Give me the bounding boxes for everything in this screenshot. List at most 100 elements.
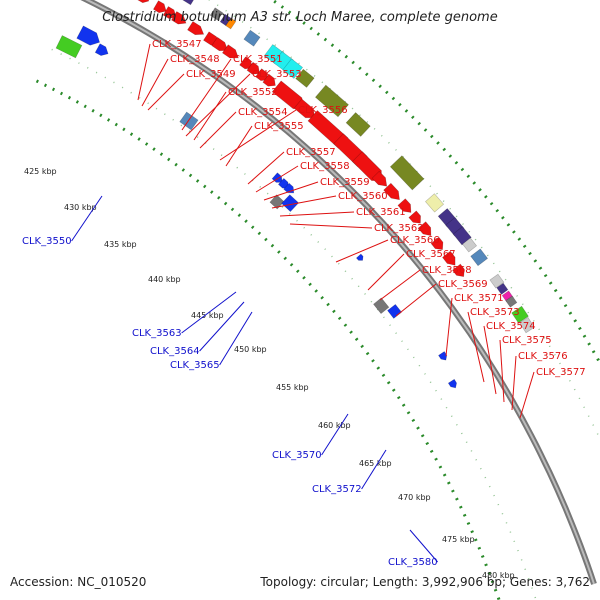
plus-gene-label[interactable]: CLK_3566 — [390, 235, 440, 246]
minus-strand-gene[interactable] — [76, 25, 100, 46]
plus-strand-gene[interactable] — [137, 0, 150, 4]
plus-gene-label[interactable]: CLK_3573 — [470, 307, 520, 318]
faint-dotted-track — [207, 0, 600, 441]
plus-gene-label[interactable]: CLK_3561 — [356, 207, 406, 218]
plus-strand-gene-block[interactable] — [452, 226, 472, 246]
label-leader-line — [395, 283, 437, 317]
minus-gene-label[interactable]: CLK_3572 — [312, 484, 362, 495]
label-leader-line — [271, 195, 337, 209]
plus-gene-label[interactable]: CLK_3557 — [286, 147, 336, 158]
minus-gene-label[interactable]: CLK_3563 — [132, 328, 182, 339]
plus-gene-label[interactable]: CLK_3556 — [298, 105, 348, 116]
plus-strand-gene-block[interactable] — [505, 295, 518, 308]
plus-strand-gene[interactable] — [221, 44, 239, 59]
plus-strand-gene[interactable] — [383, 182, 400, 201]
plus-strand-gene-block[interactable] — [389, 155, 425, 191]
plus-strand-gene[interactable] — [187, 21, 205, 36]
minus-strand-gene[interactable] — [438, 351, 448, 361]
label-leader-line — [71, 195, 103, 242]
plus-gene-label[interactable]: CLK_3560 — [338, 191, 388, 202]
minus-strand-gene[interactable] — [94, 43, 109, 56]
plus-strand-gene-block[interactable] — [511, 305, 529, 324]
plus-strand-gene[interactable] — [171, 11, 187, 25]
plus-gene-label[interactable]: CLK_3569 — [438, 279, 488, 290]
inner-dotted-track — [35, 79, 501, 600]
kbp-tick-label: 440 kbp — [148, 275, 181, 284]
plus-strand-gene[interactable] — [417, 221, 432, 236]
plus-gene-label[interactable]: CLK_3548 — [170, 54, 220, 65]
plus-strand-gene-block[interactable] — [180, 0, 197, 6]
plus-strand-gene-block[interactable] — [345, 112, 371, 137]
minus-strand-gene[interactable] — [55, 35, 83, 59]
minus-strand-gene[interactable] — [447, 378, 457, 389]
label-leader-line — [367, 253, 405, 291]
kbp-tick-label: 435 kbp — [104, 240, 137, 249]
plus-strand-gene-block[interactable] — [470, 248, 489, 267]
plus-strand-gene[interactable] — [452, 263, 465, 277]
minus-strand-gene[interactable] — [355, 253, 364, 261]
plus-gene-label[interactable]: CLK_3571 — [454, 293, 504, 304]
minus-gene-label[interactable]: CLK_3570 — [272, 450, 322, 461]
plus-strand-gene-block[interactable] — [424, 193, 445, 213]
plus-strand-gene-block[interactable] — [462, 237, 478, 253]
plus-strand-gene-block[interactable] — [243, 29, 261, 47]
plus-strand-gene-block[interactable] — [496, 282, 509, 295]
plus-gene-label[interactable]: CLK_3558 — [300, 161, 350, 172]
label-leader-line — [199, 301, 245, 352]
plus-gene-label[interactable]: CLK_3551 — [233, 54, 283, 65]
plus-gene-label[interactable]: CLK_3574 — [486, 321, 536, 332]
plus-strand-gene-block[interactable] — [314, 84, 349, 118]
minus-gene-label[interactable]: CLK_3580 — [388, 557, 438, 568]
plus-strand-gene-block[interactable] — [519, 316, 535, 334]
plus-gene-label[interactable]: CLK_3547 — [152, 39, 202, 50]
plus-strand-gene[interactable] — [152, 0, 167, 14]
label-leader-line — [181, 291, 237, 334]
plus-strand-gene[interactable] — [246, 61, 260, 75]
minus-gene-label[interactable]: CLK_3565 — [170, 360, 220, 371]
minus-strand-gene[interactable] — [179, 111, 199, 131]
plus-strand-gene-block[interactable] — [209, 7, 224, 21]
plus-strand-gene[interactable] — [211, 36, 229, 52]
plus-strand-gene-block[interactable] — [219, 13, 232, 27]
label-leader-line — [279, 211, 355, 217]
plus-strand-gene-block[interactable] — [295, 68, 315, 88]
label-leader-line — [247, 151, 285, 185]
minus-strand-gene[interactable] — [373, 297, 390, 315]
plus-strand-gene-block[interactable] — [489, 273, 505, 289]
plus-gene-label[interactable]: CLK_3549 — [186, 69, 236, 80]
plus-gene-label[interactable]: CLK_3559 — [320, 177, 370, 188]
plus-strand-gene-block[interactable] — [282, 58, 304, 79]
plus-strand-gene[interactable] — [162, 6, 177, 19]
plus-strand-gene[interactable] — [397, 198, 412, 213]
kbp-tick-label: 445 kbp — [191, 311, 224, 320]
label-leader-line — [141, 58, 169, 107]
plus-strand-gene-block[interactable] — [225, 17, 237, 30]
plus-strand-gene[interactable] — [371, 170, 388, 187]
accession-text: Accession: NC_010520 — [10, 575, 147, 589]
plus-strand-gene[interactable] — [293, 98, 316, 119]
plus-strand-gene[interactable] — [442, 250, 456, 266]
label-leader-line — [483, 325, 497, 395]
plus-gene-label[interactable]: CLK_3568 — [422, 265, 472, 276]
label-leader-line — [511, 355, 517, 411]
minus-strand-gene[interactable] — [387, 303, 403, 319]
label-leader-line — [225, 125, 253, 167]
minus-gene-label[interactable]: CLK_3550 — [22, 236, 72, 247]
label-leader-line — [445, 297, 453, 357]
plus-gene-label[interactable]: CLK_3555 — [254, 121, 304, 132]
plus-gene-label[interactable]: CLK_3576 — [518, 351, 568, 362]
topology-text: Topology: circular; Length: 3,992,906 bp… — [260, 575, 590, 589]
minus-gene-label[interactable]: CLK_3564 — [150, 346, 200, 357]
plus-gene-label[interactable]: CLK_3552 — [228, 87, 278, 98]
plus-strand-gene[interactable] — [262, 73, 276, 87]
plus-gene-label[interactable]: CLK_3575 — [502, 335, 552, 346]
plus-gene-label[interactable]: CLK_3554 — [238, 107, 288, 118]
plus-gene-label[interactable]: CLK_3562 — [374, 223, 424, 234]
plus-strand-gene[interactable] — [430, 236, 444, 250]
plus-strand-gene[interactable] — [408, 210, 421, 224]
plus-gene-label[interactable]: CLK_3577 — [536, 367, 586, 378]
plus-gene-label[interactable]: CLK_3553 — [252, 69, 302, 80]
kbp-tick-label: 430 kbp — [64, 203, 97, 212]
plus-gene-label[interactable]: CLK_3567 — [406, 249, 456, 260]
